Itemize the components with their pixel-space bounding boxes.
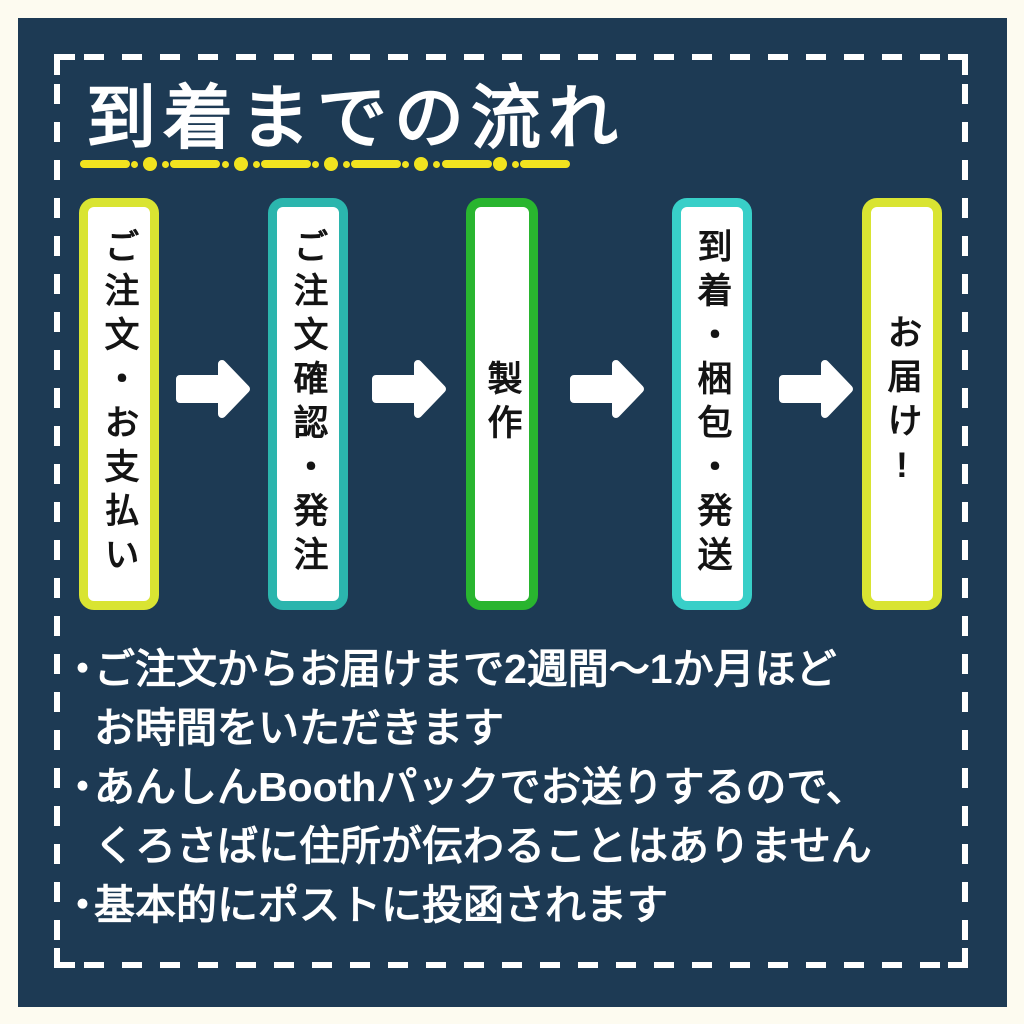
note-text: 基本的にポストに投函されます	[94, 882, 668, 928]
flow-step-delivery: お届け!	[862, 198, 942, 610]
arrow-right-icon	[172, 356, 252, 422]
note-text: ご注文からお届けまで2週間〜1か月ほど	[94, 646, 837, 692]
underline-dash	[170, 160, 221, 168]
flow-step-order-confirm-ship-order: ご注文確認・発注	[268, 198, 348, 610]
flow-step-arrival-packing-shipping: 到着・梱包・発送	[672, 198, 752, 610]
note-text: あんしんBoothパックでお送りするので、	[94, 764, 867, 810]
underline-dash	[351, 160, 402, 168]
underline-dots	[402, 157, 441, 171]
underline-dash	[519, 160, 570, 168]
flow-step-production: 製作	[466, 198, 538, 610]
infographic-canvas: 到着までの流れ ご注文・お支払い ご注文確認・発注 製作	[18, 18, 1007, 1007]
arrow-right-icon	[368, 356, 448, 422]
flow-step-label: 製作	[482, 360, 522, 448]
note-line: ・基本的にポストに投函されます	[62, 876, 872, 935]
bullet-marker: ・	[62, 646, 103, 692]
underline-dash	[441, 160, 492, 168]
arrow-right-icon	[775, 356, 855, 422]
underline-dots	[221, 157, 260, 171]
note-line-continuation: くろさばに住所が伝わることはありません	[62, 817, 872, 876]
note-line: ・あんしんBoothパックでお送りするので、	[62, 758, 872, 817]
note-line-continuation: お時間をいただきます	[62, 699, 872, 758]
underline-dash	[80, 160, 130, 168]
arrow-right-icon	[566, 356, 646, 422]
flow-step-order-payment: ご注文・お支払い	[79, 198, 159, 610]
bullet-marker: ・	[62, 764, 103, 810]
bullet-marker: ・	[62, 882, 103, 928]
flow-step-label: ご注文確認・発注	[288, 228, 328, 580]
dashed-border-frame	[54, 54, 968, 968]
flow-step-label: お届け!	[882, 314, 922, 494]
flow-diagram: ご注文・お支払い ご注文確認・発注 製作 到着・梱包・発送 お届け!	[18, 18, 1007, 1007]
flow-step-label: ご注文・お支払い	[99, 228, 139, 580]
notes-list: ・ご注文からお届けまで2週間〜1か月ほど お時間をいただきます ・あんしんBoo…	[62, 640, 872, 935]
underline-dash	[260, 160, 311, 168]
page-title: 到着までの流れ	[86, 79, 625, 157]
note-text: お時間をいただきます	[94, 705, 504, 751]
underline-dots	[131, 157, 170, 171]
flow-step-label: 到着・梱包・発送	[692, 228, 732, 580]
underline-dots	[492, 157, 519, 171]
note-text: くろさばに住所が伝わることはありません	[94, 823, 872, 869]
note-line: ・ご注文からお届けまで2週間〜1か月ほど	[62, 640, 872, 699]
title-underline-decoration	[80, 156, 570, 172]
underline-dots	[311, 157, 350, 171]
